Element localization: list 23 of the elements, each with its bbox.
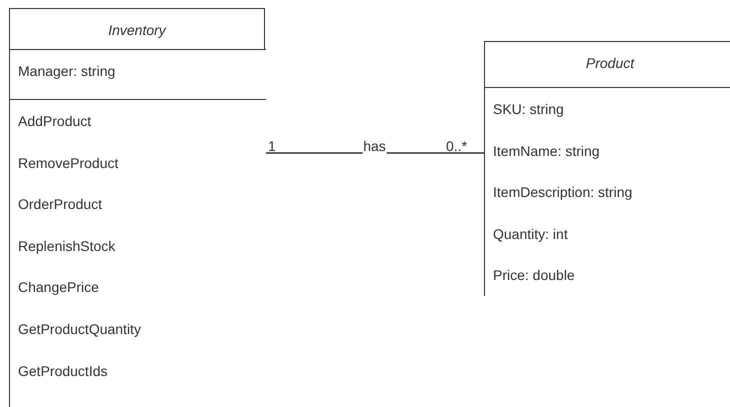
member-text: ChangePrice — [18, 278, 99, 298]
member-text: Price: double — [493, 266, 575, 286]
class-compartment — [10, 49, 266, 99]
class-box — [484, 41, 730, 296]
class-compartment — [485, 87, 730, 297]
class-compartment — [10, 99, 266, 407]
member-text: AddProduct — [18, 112, 92, 131]
association-line — [265, 152, 484, 154]
class-name: Product — [584, 54, 636, 73]
member-text: OrderProduct — [18, 195, 102, 214]
multiplicity-label: 0..* — [446, 137, 468, 156]
member-text: GetProductQuantity — [18, 320, 141, 339]
member-text: ItemName: string — [493, 142, 600, 161]
member-text: RemoveProduct — [18, 154, 118, 173]
member-text: Manager: string — [18, 62, 116, 81]
class-name: Inventory — [107, 21, 168, 40]
multiplicity-label: 1 — [268, 137, 276, 156]
member-text: Quantity: int — [493, 224, 568, 244]
member-text: SKU: string — [493, 100, 564, 119]
member-text: GetProductIds — [18, 362, 108, 381]
member-text: ItemDescription: string — [493, 183, 632, 202]
member-text: ReplenishStock — [18, 236, 116, 256]
class-box — [9, 8, 265, 407]
